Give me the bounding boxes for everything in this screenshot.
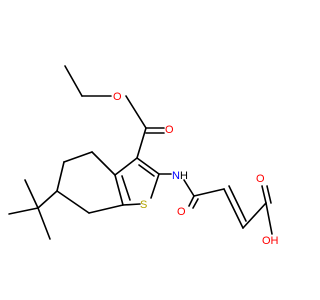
bond-c3-c2-chain-double-1: [223, 188, 244, 229]
bond-c6-c7: [56, 190, 90, 214]
atom-labels: O O N H S O O OH: [113, 91, 279, 247]
thiophene-sulfur-label: S: [140, 199, 147, 211]
bond-acid-c-o-double-2: [266, 185, 272, 204]
bond-amide-c-c3: [193, 188, 225, 197]
bond-c6-tbu: [37, 190, 58, 209]
bond-tbu-me2: [8, 207, 39, 215]
ester-carbonyl-oxygen-label: O: [165, 124, 174, 136]
acid-carbonyl-oxygen-label: O: [256, 173, 265, 185]
bond-c7a-c3a-double-1: [114, 174, 124, 206]
bond-acid-c-oh: [265, 202, 273, 235]
bond-tbu-me3: [37, 207, 51, 240]
bond-c3-c2-chain-double-2: [228, 185, 247, 222]
bond-amide-c-o-double-2: [192, 198, 199, 209]
bond-c7-c7a: [88, 204, 124, 214]
bond-c3a-c4: [91, 151, 116, 176]
amide-carbonyl-oxygen-label: O: [177, 206, 186, 218]
bond-c7a-c3a-double-2: [121, 175, 131, 201]
bond-o-carbonyl-c: [125, 95, 147, 129]
bond-lines: [8, 65, 273, 240]
bond-tbu-me1: [24, 179, 39, 209]
bond-carbonyl-c-ring: [136, 127, 147, 159]
acid-hydroxyl-label: OH: [262, 235, 279, 247]
bond-c2-s: [150, 173, 160, 199]
amide-hydrogen-label: H: [180, 170, 188, 182]
bond-c4-c5: [63, 151, 93, 163]
bond-c5-c6: [56, 161, 65, 192]
bond-ethyl-ch3-ch2: [64, 65, 83, 97]
molecule-structure: O O N H S O O OH: [8, 65, 279, 247]
bond-acid-c-o-double-1: [261, 185, 267, 204]
bond-c3a-c3: [114, 157, 138, 176]
ester-ether-oxygen-label: O: [113, 91, 122, 103]
bond-s-c7a: [122, 203, 141, 206]
bond-n-amide-c: [183, 179, 195, 197]
bond-c3-c2-double: [136, 157, 160, 175]
bond-amide-c-o-double-1: [188, 195, 195, 207]
bond-c3-c2-inner: [138, 164, 155, 177]
bond-c2-acid-c: [242, 202, 267, 229]
amide-nitrogen-label: N: [172, 170, 180, 182]
